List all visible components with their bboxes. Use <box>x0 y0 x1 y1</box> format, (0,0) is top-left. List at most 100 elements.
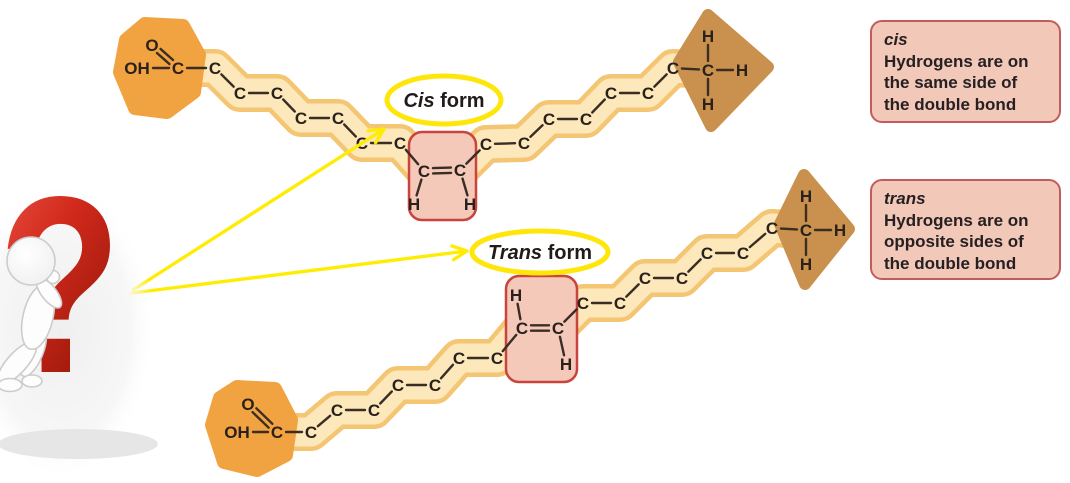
atom-label-c: C <box>642 84 654 103</box>
cis-form-label-oval <box>384 73 504 127</box>
trans-molecule-carboxyl-hexagon <box>205 380 298 477</box>
double-bond <box>431 166 453 170</box>
cis-info-box: cis Hydrogens are on the same side of th… <box>870 20 1061 123</box>
arrow-head <box>366 127 386 133</box>
atom-label-h: H <box>560 355 572 374</box>
trans-form-label-rest: form <box>542 242 592 264</box>
trans-molecule-double-bond-box <box>504 274 579 384</box>
single-bond <box>379 390 393 405</box>
arrow-to-trans-label <box>106 244 469 298</box>
trans-form-label-italic: Trans <box>488 242 542 264</box>
single-bond <box>625 283 640 298</box>
person-head <box>6 236 56 286</box>
atom-label-h: H <box>800 187 812 206</box>
single-bond <box>516 302 522 321</box>
cis-info-line-2: the same side of <box>884 73 1018 92</box>
atom-label-c: C <box>172 59 184 78</box>
thinking-person-icon <box>0 236 63 393</box>
atom-label-c: C <box>667 59 679 78</box>
single-bond <box>558 335 566 357</box>
atom-label-h: H <box>834 221 846 240</box>
single-bond <box>493 142 517 145</box>
person-foot <box>0 377 23 393</box>
single-bond <box>529 124 544 138</box>
atom-label-c: C <box>516 319 528 338</box>
atom-label-o: O <box>145 36 158 55</box>
trans-form-label-text: Trans form <box>488 242 592 264</box>
single-bond <box>591 98 606 114</box>
trans-info-line-2: opposite sides of <box>884 232 1024 251</box>
cis-info-line-1: Hydrogens are on <box>884 51 1029 71</box>
atom-label-o: O <box>241 395 254 414</box>
atom-label-h: H <box>736 61 748 80</box>
atom-label-c: C <box>766 219 778 238</box>
figure-shadow <box>0 429 158 459</box>
atom-label-oh: OH <box>224 423 250 442</box>
atom-label-c: C <box>605 84 617 103</box>
single-bond <box>680 67 701 71</box>
atom-label-h: H <box>702 27 714 46</box>
arrow-shaft <box>131 127 386 292</box>
cis-molecule-double-bond-box <box>407 130 478 222</box>
double-bond <box>251 410 270 429</box>
single-bond <box>316 414 332 428</box>
single-bond <box>404 148 420 166</box>
question-figure: ? <box>0 145 158 480</box>
single-bond <box>653 73 668 88</box>
trans-info-box: trans Hydrogens are on opposite sides of… <box>870 179 1061 280</box>
question-mark-glyph: ? <box>0 145 122 427</box>
atom-label-c: C <box>614 294 626 313</box>
cis-info-title: cis <box>884 30 908 49</box>
atom-label-c: C <box>580 110 592 129</box>
atom-label-c: C <box>702 61 714 80</box>
atom-label-c: C <box>332 109 344 128</box>
double-bond <box>255 407 274 426</box>
trans-info-line-3: the double bond <box>884 253 1017 273</box>
atom-label-c: C <box>577 294 589 313</box>
double-bond <box>431 171 453 175</box>
cis-form-label-text: Cis form <box>403 90 484 112</box>
single-bond <box>439 363 455 380</box>
atom-label-c: C <box>800 221 812 240</box>
single-bond <box>501 333 518 353</box>
atom-label-c: C <box>737 244 749 263</box>
single-bond <box>779 227 799 231</box>
atom-label-c: C <box>639 269 651 288</box>
atom-label-h: H <box>464 195 476 214</box>
single-bond <box>343 123 357 138</box>
single-bond <box>461 177 469 197</box>
double-bond <box>159 47 175 62</box>
arrow-shaft <box>106 249 469 298</box>
question-mark-icon: ? <box>0 145 122 427</box>
atom-label-c: C <box>518 134 530 153</box>
single-bond <box>220 73 235 88</box>
atom-label-c: C <box>305 423 317 442</box>
arrow-head <box>373 127 386 145</box>
cis-info-line-3: the double bond <box>884 94 1017 114</box>
trans-form-label-oval <box>469 228 611 276</box>
atom-label-h: H <box>702 95 714 114</box>
atom-label-c: C <box>271 84 283 103</box>
atom-label-h: H <box>408 195 420 214</box>
atom-label-c: C <box>676 269 688 288</box>
atom-label-c: C <box>418 162 430 181</box>
arrow-to-cis-label <box>131 127 386 292</box>
atom-label-h: H <box>510 286 522 305</box>
atom-label-c: C <box>454 161 466 180</box>
arrow-head <box>451 249 469 262</box>
atom-label-c: C <box>480 135 492 154</box>
cis-form-label-rest: form <box>435 90 485 112</box>
trans-info-line-1: Hydrogens are on <box>884 210 1029 230</box>
atom-label-c: C <box>552 319 564 338</box>
atom-label-c: C <box>394 134 406 153</box>
atom-label-c: C <box>331 401 343 420</box>
atom-label-c: C <box>701 244 713 263</box>
double-bond <box>155 51 171 66</box>
trans-info-title: trans <box>884 189 926 208</box>
person-foot <box>21 374 43 388</box>
single-bond <box>465 149 481 165</box>
